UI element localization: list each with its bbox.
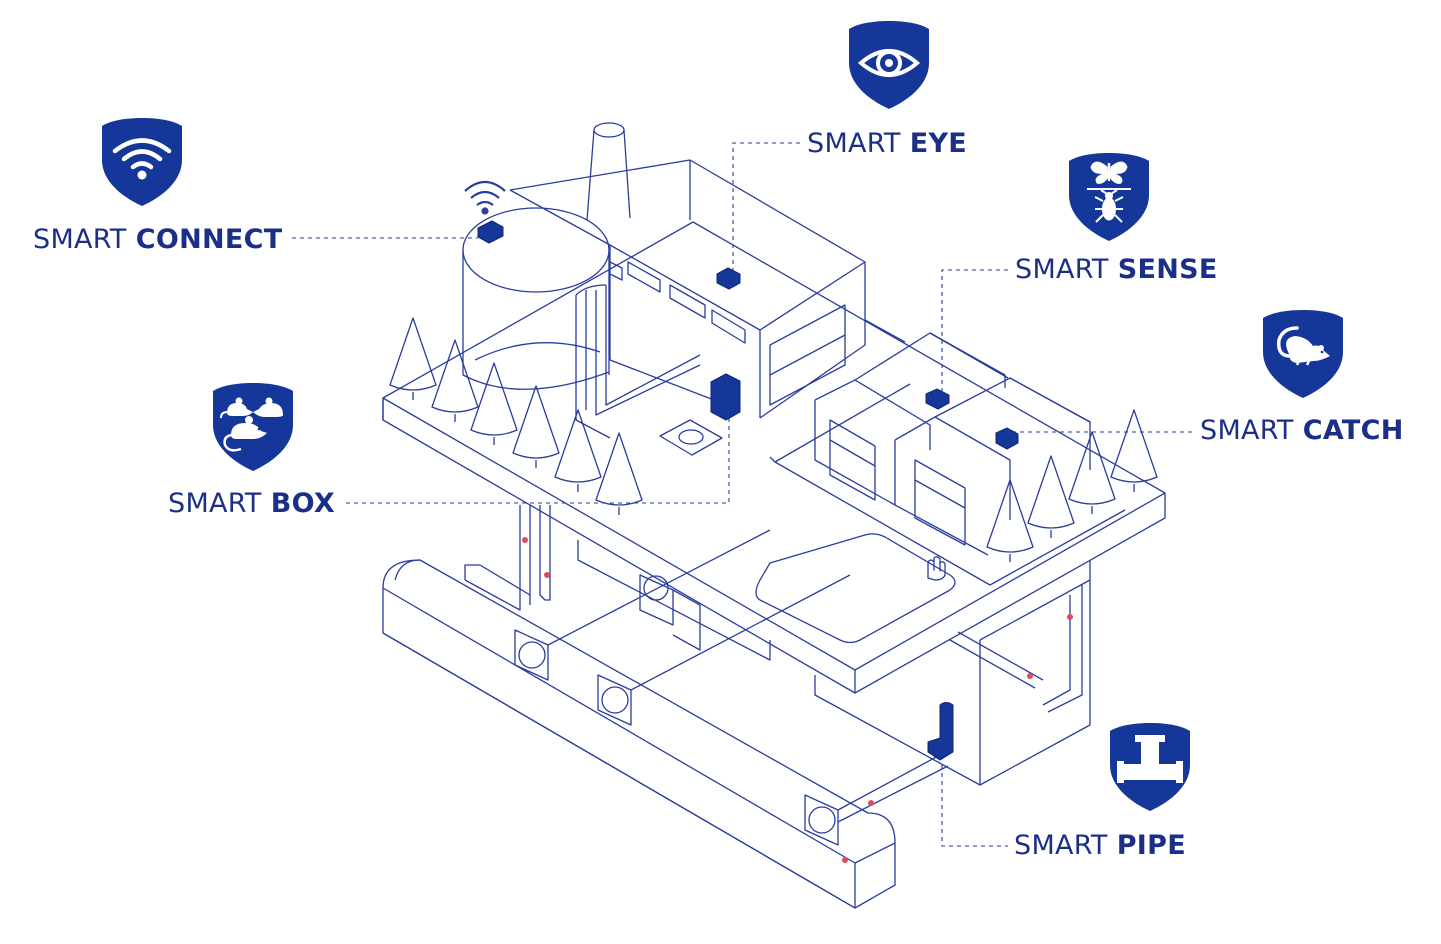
basement-pipes [464,505,1091,823]
tunnel-junctions [514,574,839,846]
leader-sense [941,269,1008,392]
mice-icon [220,397,283,452]
label-product-name: CATCH [1302,415,1404,446]
underground-tunnel [382,559,896,909]
trees [389,317,1158,562]
rat-icon [1276,326,1330,366]
leader-box [346,418,730,504]
parking-pad [755,533,956,644]
label-smart-eye: SMART EYE [807,130,967,157]
device-catch [995,427,1019,450]
factory-building [509,159,906,419]
insect-icon [1087,161,1131,223]
chimney [586,122,631,221]
leader-eye [732,142,800,270]
eye-icon [857,49,921,77]
label-smart-connect: SMART CONNECT [33,226,282,253]
label-prefix: SMART [168,488,262,519]
label-product-name: SENSE [1117,254,1218,285]
label-smart-catch: SMART CATCH [1200,417,1404,444]
label-product-name: EYE [909,128,968,159]
smart-connect-badge [102,118,182,206]
label-smart-box: SMART BOX [168,490,335,517]
smart-pipe-badge [1110,723,1190,811]
twin-warehouses [814,332,1091,556]
label-product-name: CONNECT [135,224,283,255]
device-connect [477,220,504,244]
label-smart-sense: SMART SENSE [1015,256,1218,283]
sensor-dots [522,537,1073,863]
ground-platform [382,221,1166,694]
label-prefix: SMART [1200,415,1294,446]
device-pipe [927,702,954,761]
smart-sense-badge [1069,153,1149,241]
ground-hatch [659,419,723,456]
leader-lines [292,142,1192,847]
label-smart-pipe: SMART PIPE [1014,832,1186,859]
device-sense [925,388,950,410]
label-prefix: SMART [807,128,901,159]
device-box [710,373,741,421]
label-product-name: PIPE [1116,830,1186,861]
label-prefix: SMART [33,224,127,255]
pipe-tee-icon [1117,735,1183,783]
smart-box-badge [213,383,293,471]
wifi-icon [112,138,172,170]
leader-pipe [941,765,1008,847]
hand-cursor-icon [927,556,946,581]
label-prefix: SMART [1015,254,1109,285]
device-eye [716,267,741,290]
smart-devices [477,220,1019,761]
facility-line-art [382,122,1166,909]
label-prefix: SMART [1014,830,1108,861]
smart-catch-badge [1263,310,1343,398]
smart-eye-badge [849,21,929,109]
label-product-name: BOX [270,488,335,519]
storage-tank [462,207,701,439]
antenna-wifi-icon [464,180,506,215]
